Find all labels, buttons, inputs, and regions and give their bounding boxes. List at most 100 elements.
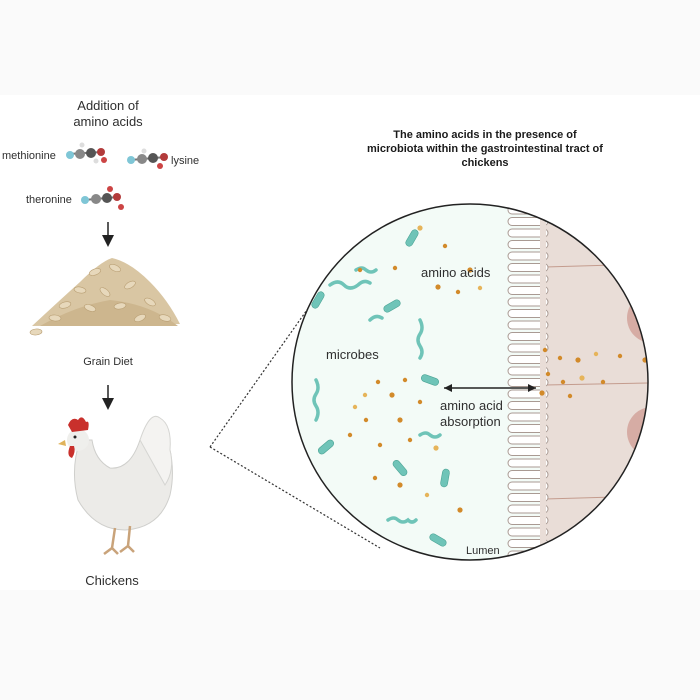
amino-acid-dot bbox=[352, 404, 358, 410]
chicken-icon bbox=[58, 415, 173, 555]
amino-acid-dot bbox=[435, 284, 441, 290]
villus bbox=[507, 458, 549, 468]
villus bbox=[508, 563, 548, 571]
grain-diet-label: Grain Diet bbox=[83, 356, 133, 368]
microbe-rod bbox=[429, 533, 447, 547]
amino-acid-dots bbox=[347, 225, 648, 513]
heading-line2: amino acids bbox=[73, 114, 143, 129]
amino-acid-dot bbox=[417, 225, 423, 231]
villus bbox=[507, 355, 549, 364]
amino-acid-dot bbox=[362, 392, 368, 398]
amino-acid-dot bbox=[397, 417, 403, 423]
amino-acid-dot bbox=[347, 432, 353, 438]
amino-acid-dot bbox=[363, 417, 369, 423]
amino-acid-dot bbox=[567, 393, 573, 399]
absorption-line1: amino acid bbox=[440, 398, 503, 413]
villus bbox=[507, 366, 549, 376]
molecule-icon bbox=[81, 186, 124, 210]
villus bbox=[507, 527, 549, 537]
microbe-rod bbox=[311, 291, 325, 309]
microbe-spiral bbox=[416, 318, 424, 360]
amino-acid-dot bbox=[593, 351, 599, 357]
villus bbox=[507, 424, 549, 433]
amino-acid-dot bbox=[455, 289, 461, 295]
microbe-spiral bbox=[368, 314, 384, 322]
amino-acid-dot bbox=[392, 265, 398, 271]
villi bbox=[507, 205, 549, 571]
villus bbox=[507, 263, 549, 272]
microbes bbox=[311, 229, 450, 547]
title-line1: The amino acids in the presence of bbox=[393, 129, 577, 141]
absorption-line2: absorption bbox=[440, 414, 501, 429]
microbe-rod bbox=[440, 468, 450, 488]
amino-acid-dot bbox=[457, 507, 463, 513]
villus bbox=[507, 228, 549, 238]
microbe-rod bbox=[317, 439, 335, 455]
lumen-label: Lumen bbox=[466, 545, 500, 557]
villus bbox=[507, 435, 549, 445]
villus bbox=[507, 504, 549, 514]
amino-acids-label: amino acids bbox=[421, 265, 491, 280]
villus bbox=[507, 332, 549, 341]
villus bbox=[507, 309, 549, 318]
amino-acid-dot bbox=[617, 353, 623, 359]
title-line2: microbiota within the gastrointestinal t… bbox=[367, 143, 603, 155]
amino-acid-dot bbox=[433, 445, 439, 451]
microbe-rod bbox=[421, 374, 439, 386]
amino-acid-dot bbox=[539, 390, 545, 396]
lysine-label: lysine bbox=[171, 155, 199, 167]
microbes-label: microbes bbox=[326, 347, 379, 362]
villus bbox=[507, 343, 549, 353]
microbe-rod bbox=[392, 459, 408, 477]
villus bbox=[507, 251, 549, 261]
amino-acid-dot bbox=[477, 285, 483, 291]
zoom-circle bbox=[292, 204, 648, 571]
amino-acid-dot bbox=[402, 377, 408, 383]
amino-acid-dot bbox=[579, 375, 585, 381]
amino-acid-dot bbox=[424, 492, 430, 498]
microbe-spiral bbox=[328, 279, 372, 290]
title-line3: chickens bbox=[461, 157, 508, 169]
amino-acid-dot bbox=[560, 379, 566, 385]
chickens-label: Chickens bbox=[85, 573, 139, 588]
amino-acid-dot bbox=[600, 379, 606, 385]
villus bbox=[507, 412, 549, 422]
molecule-icon bbox=[66, 142, 107, 164]
molecule-icon bbox=[127, 148, 168, 169]
amino-acid-dot bbox=[389, 392, 395, 398]
villus bbox=[507, 401, 549, 410]
amino-acid-dot bbox=[375, 379, 381, 385]
amino-acid-dot bbox=[372, 475, 378, 481]
microbe-spiral bbox=[386, 516, 418, 524]
villus bbox=[507, 493, 549, 502]
zoom-circle-border bbox=[291, 203, 649, 561]
amino-acid-dot bbox=[377, 442, 383, 448]
amino-acid-dot bbox=[557, 355, 563, 361]
microbe-rod bbox=[405, 229, 419, 247]
amino-acid-dot bbox=[442, 243, 448, 249]
amino-acid-dot bbox=[542, 347, 548, 353]
amino-acid-dot bbox=[545, 371, 551, 377]
microbe-spiral bbox=[312, 378, 320, 422]
amino-acid-dot bbox=[467, 267, 473, 273]
microbe-rod bbox=[383, 299, 401, 313]
villus bbox=[507, 447, 549, 456]
methionine-label: methionine bbox=[2, 150, 56, 162]
villus bbox=[507, 516, 549, 525]
amino-acid-dot bbox=[575, 357, 581, 363]
villus bbox=[507, 481, 549, 491]
villus bbox=[507, 274, 549, 284]
heading-line1: Addition of bbox=[77, 98, 139, 113]
zoom-line-bottom bbox=[209, 446, 381, 549]
villus bbox=[507, 470, 549, 479]
villus bbox=[507, 286, 549, 295]
zoom-line-top bbox=[209, 282, 327, 448]
villus bbox=[507, 297, 549, 307]
amino-acid-dot bbox=[417, 399, 423, 405]
villus bbox=[507, 320, 549, 330]
amino-acid-dot bbox=[397, 482, 403, 488]
microbe-spiral bbox=[418, 431, 442, 439]
grain-pile-icon bbox=[29, 258, 180, 336]
